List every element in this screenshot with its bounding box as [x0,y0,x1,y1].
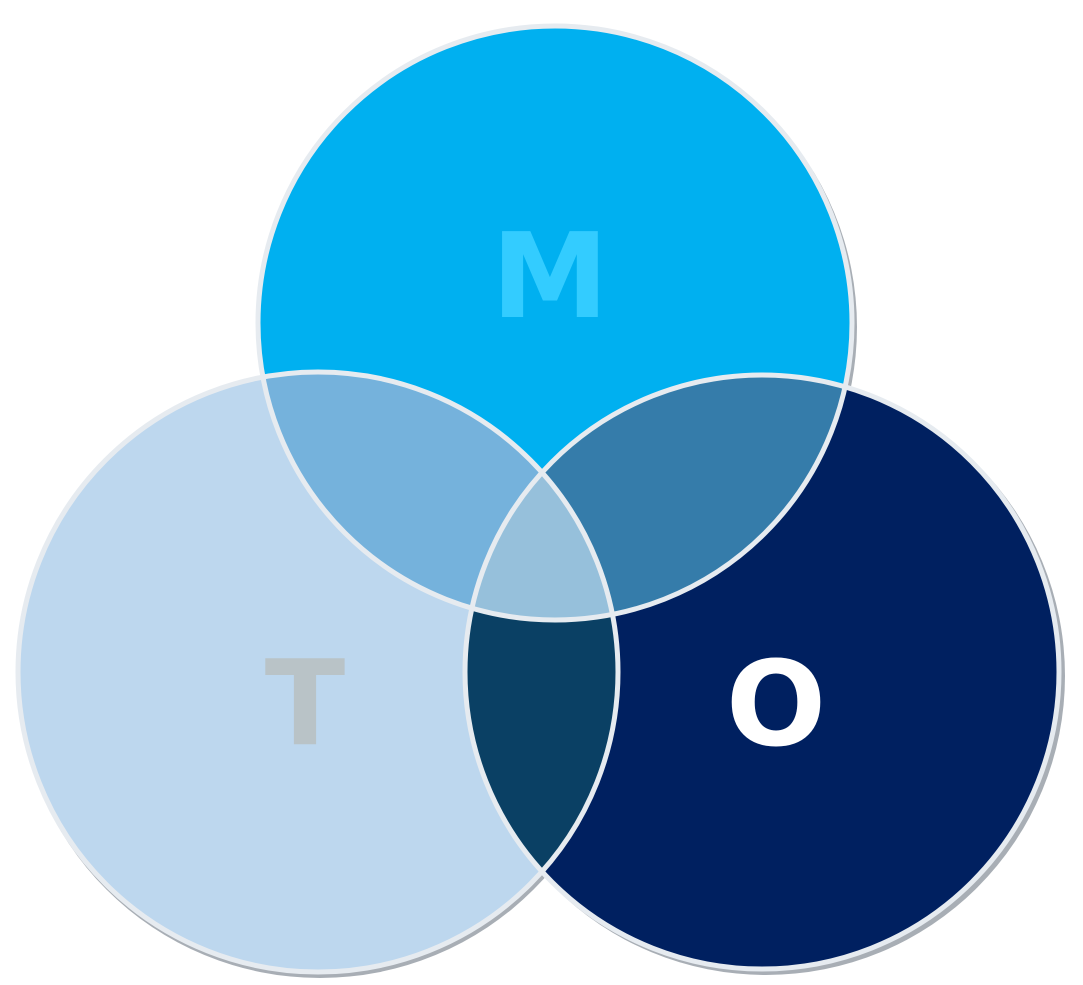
circle-t-label: T [265,634,346,772]
overlap-m-o [465,375,852,620]
circle-o-outline [462,372,1062,972]
overlap-m-t [258,372,618,620]
circle-o-label: O [726,635,826,773]
circle-t-outline [15,369,621,975]
circle-m-outline [255,23,855,623]
circle-outlines [15,23,1062,975]
circle-m-label: M [491,207,608,345]
